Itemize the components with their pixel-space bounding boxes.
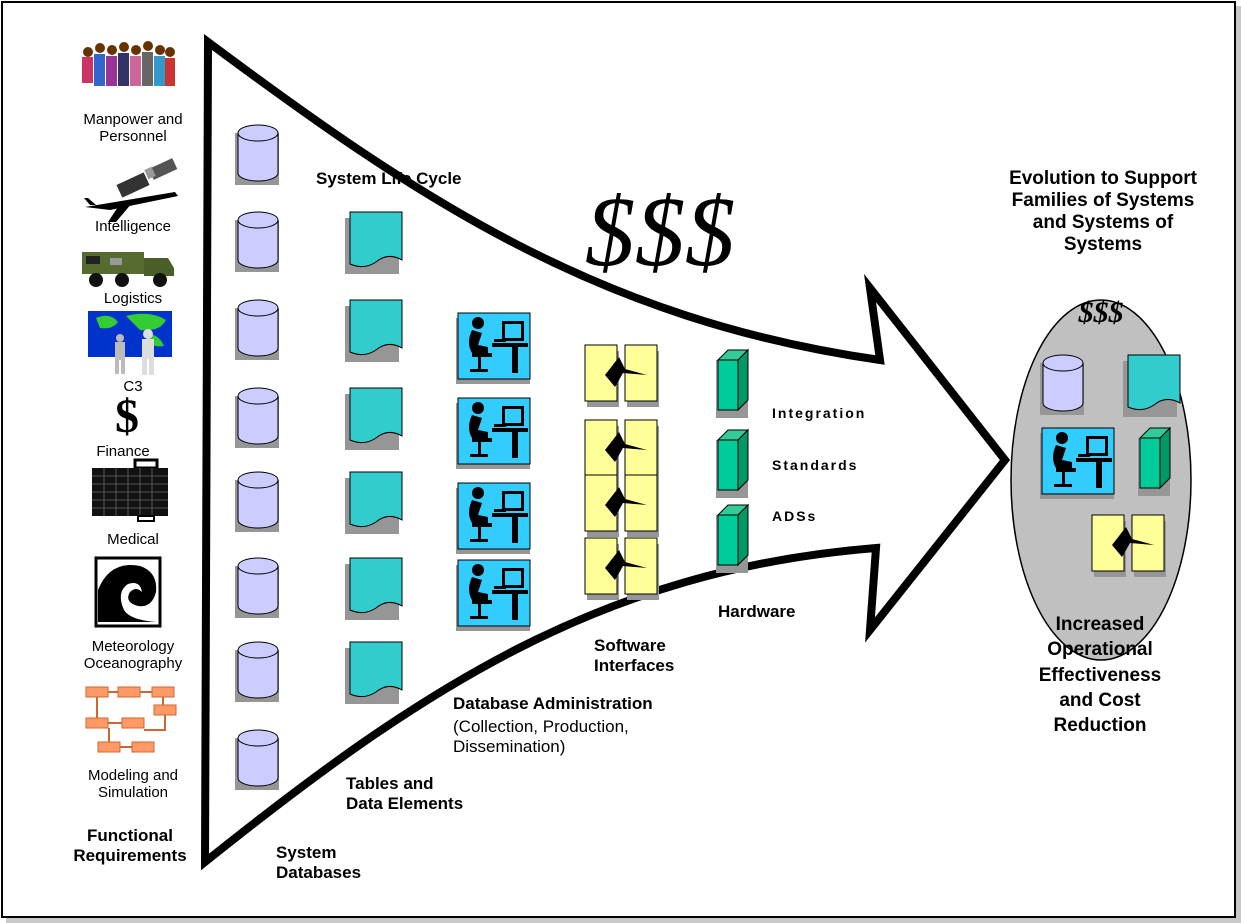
database-cylinder-icon <box>234 211 280 273</box>
outcome-label: Increased Operational Effectiveness and … <box>1038 614 1162 737</box>
wave-icon <box>94 556 162 628</box>
document-icon <box>344 557 403 621</box>
software-interface-icon <box>584 344 660 408</box>
software-interface-icon <box>584 419 660 483</box>
database-administration-label: Database Administration <box>453 694 653 713</box>
aircraft-icon <box>84 192 178 222</box>
database-cylinder-icon <box>234 387 280 449</box>
database-cylinder-icon <box>234 641 280 703</box>
world-map-soldiers-icon <box>88 311 172 375</box>
tables-data-elements-label: Tables and Data Elements <box>346 774 464 813</box>
hardware-box-icon <box>715 504 749 574</box>
satellite-icon <box>116 158 178 198</box>
medical-case-icon <box>92 458 168 522</box>
document-icon <box>344 211 403 275</box>
functional-area-label: Finance <box>96 443 150 460</box>
workstation-icon <box>455 312 531 385</box>
evolution-title: Evolution to Support Families of Systems… <box>1009 168 1197 255</box>
functional-area-label: Meteorology Oceanography <box>83 638 183 673</box>
functional-area-label: Manpower and Personnel <box>83 111 183 146</box>
database-cylinder-icon <box>234 729 280 791</box>
funnel-arrow-outline <box>200 34 1011 871</box>
document-icon <box>344 471 403 535</box>
result-cost-label: $$$ <box>1078 296 1124 329</box>
software-interfaces-label: Software Interfaces <box>594 636 675 675</box>
software-interface-icon <box>584 474 660 538</box>
document-icon <box>344 387 403 451</box>
database-administration-detail: (Collection, Production, Dissemination) <box>453 717 629 756</box>
hardware-box-icon <box>1137 427 1171 497</box>
hardware-label: Hardware <box>718 602 796 621</box>
dollar-sign-icon: $ <box>115 390 139 443</box>
hardware-box-icon <box>715 349 749 419</box>
flowchart-icon <box>85 686 177 753</box>
software-interface-icon <box>584 537 660 601</box>
functional-area-label: Medical <box>107 531 159 548</box>
functional-area-label: Intelligence <box>95 218 171 235</box>
document-icon <box>1122 354 1181 418</box>
integration-label: Integration <box>772 405 867 421</box>
workstation-icon <box>455 559 531 632</box>
people-group-icon <box>82 41 175 86</box>
hardware-box-icon <box>715 429 749 499</box>
functional-area-label: Modeling and Simulation <box>87 767 179 802</box>
workstation-icon <box>455 397 531 470</box>
functional-requirements-title: Functional Requirements <box>73 826 187 865</box>
functional-area-label: Logistics <box>103 290 163 307</box>
database-cylinder-icon <box>234 299 280 361</box>
workstation-icon <box>1039 427 1115 500</box>
adss-label: ADSs <box>772 508 818 524</box>
workstation-icon <box>455 482 531 555</box>
document-icon <box>344 641 403 705</box>
database-cylinder-icon <box>234 124 280 186</box>
database-cylinder-icon <box>234 557 280 619</box>
funnel-cost-label: $$$ <box>585 176 735 287</box>
system-life-cycle-label: System Life Cycle <box>316 169 462 188</box>
database-cylinder-icon <box>1039 354 1085 416</box>
functional-area-label: C3 <box>123 378 143 395</box>
standards-label: Standards <box>772 457 859 473</box>
system-databases-label: System Databases <box>276 843 362 882</box>
document-icon <box>344 299 403 363</box>
military-truck-icon <box>82 252 174 287</box>
database-cylinder-icon <box>234 471 280 533</box>
